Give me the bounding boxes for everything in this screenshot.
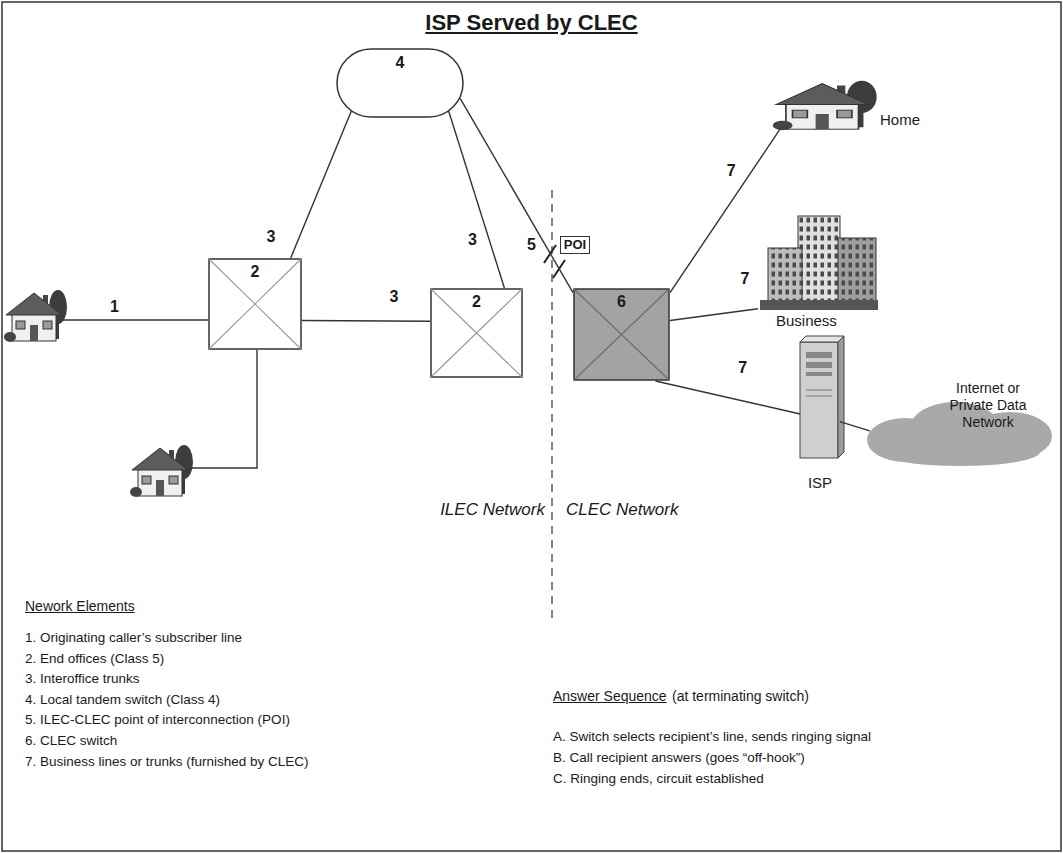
server-side bbox=[838, 336, 844, 458]
home-house bbox=[773, 81, 877, 130]
switch-cross bbox=[431, 289, 522, 377]
connector bbox=[840, 422, 870, 431]
edge-number: 3 bbox=[390, 288, 399, 306]
list-item: 2. End offices (Class 5) bbox=[25, 651, 164, 667]
isp-node: ISP bbox=[790, 338, 850, 490]
home-node: Home bbox=[776, 78, 926, 134]
node-text: Home bbox=[880, 111, 920, 128]
poi-box: POI bbox=[560, 236, 590, 254]
list-item: 6. CLEC switch bbox=[25, 733, 117, 749]
server-tower bbox=[800, 342, 838, 458]
switch-border bbox=[574, 289, 669, 380]
edge-number: 7 bbox=[741, 269, 750, 287]
list-item: 7. Business lines or trunks (furnished b… bbox=[25, 754, 309, 770]
building-windows bbox=[838, 238, 876, 308]
caller-house bbox=[4, 290, 67, 342]
building-windows bbox=[768, 248, 802, 308]
server-top bbox=[800, 336, 844, 342]
subscriber-line bbox=[62, 319, 208, 320]
diagram-title: ISP Served by CLEC bbox=[0, 10, 1063, 35]
building-tower bbox=[768, 248, 802, 308]
network-label: ILEC Network bbox=[440, 500, 545, 520]
edge-number: 7 bbox=[738, 358, 747, 376]
list-item: 4. Local tandem switch (Class 4) bbox=[25, 692, 220, 708]
cloud-puff bbox=[880, 438, 1040, 466]
drive-bay bbox=[806, 362, 832, 368]
callout-number: 5 bbox=[527, 236, 536, 254]
list-item: 1. Originating caller’s subscriber line bbox=[25, 630, 242, 646]
end-office-switch: 2 bbox=[208, 258, 302, 350]
node-text: 6 bbox=[573, 293, 670, 311]
subscriber-line bbox=[190, 350, 257, 468]
building-base bbox=[760, 300, 878, 310]
list-item: B. Call recipient answers (goes “off-hoo… bbox=[553, 750, 805, 766]
switch-border bbox=[431, 289, 522, 377]
connector bbox=[291, 111, 352, 258]
switch-cross bbox=[431, 289, 522, 377]
switch-cross bbox=[209, 259, 301, 349]
node-text: 2 bbox=[208, 263, 302, 281]
node-text: Business bbox=[776, 312, 837, 329]
switch-cross bbox=[574, 289, 669, 380]
end-office-switch: 2 bbox=[430, 288, 523, 378]
list-heading: Nework Elements bbox=[25, 598, 135, 614]
server-vent bbox=[806, 390, 832, 391]
drive-bay bbox=[806, 372, 832, 376]
list-item: A. Switch selects recipient’s line, send… bbox=[553, 729, 871, 745]
network-label: CLEC Network bbox=[566, 500, 678, 520]
list-item: 5. ILEC-CLEC point of interconnection (P… bbox=[25, 712, 290, 728]
server-vent bbox=[806, 396, 832, 397]
connector bbox=[449, 111, 505, 288]
node-text: POI bbox=[560, 236, 590, 254]
clec-switch: 6 bbox=[573, 288, 670, 381]
building-tower bbox=[798, 216, 840, 308]
list-item: 3. Interoffice trunks bbox=[25, 671, 140, 687]
building-tower bbox=[838, 238, 876, 308]
connector bbox=[302, 320, 430, 322]
box-border bbox=[561, 237, 590, 254]
list-item: C. Ringing ends, circuit established bbox=[553, 771, 764, 787]
node-text: 2 bbox=[430, 293, 523, 311]
edge-number: 3 bbox=[468, 230, 477, 248]
connector bbox=[670, 309, 758, 321]
switch-border bbox=[209, 259, 301, 349]
business-node: Business bbox=[758, 212, 878, 330]
connector bbox=[655, 381, 800, 414]
tandem-switch: 4 bbox=[336, 48, 464, 118]
edge-number: 7 bbox=[727, 161, 736, 179]
node-text: 4 bbox=[336, 54, 464, 72]
node-text: Internet or Private Data Network bbox=[936, 380, 1040, 431]
neighbor-house bbox=[130, 445, 193, 497]
connector bbox=[670, 128, 781, 292]
node-text: ISP bbox=[790, 474, 850, 491]
switch-cross bbox=[574, 289, 669, 380]
drive-bay bbox=[806, 352, 832, 358]
list-heading-note: (at terminating switch) bbox=[672, 688, 809, 704]
list-heading: Answer Sequence bbox=[553, 688, 667, 704]
building-windows bbox=[798, 216, 840, 308]
callout-number: 1 bbox=[110, 298, 119, 316]
edge-number: 3 bbox=[267, 227, 276, 245]
switch-cross bbox=[209, 259, 301, 349]
cloud-node: Internet or Private Data Network bbox=[862, 378, 1057, 466]
oval-border bbox=[337, 49, 463, 117]
connector bbox=[460, 98, 573, 292]
